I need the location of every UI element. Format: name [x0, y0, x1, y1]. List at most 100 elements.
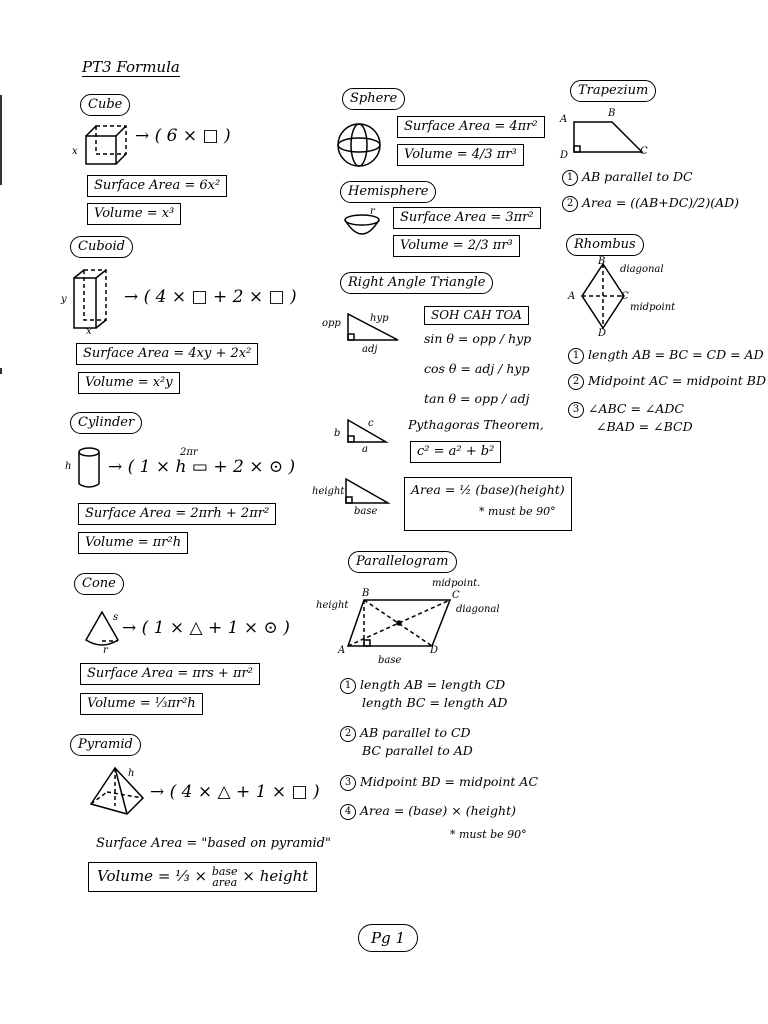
- cone-label: Cone: [74, 573, 124, 595]
- para-diagonal-label: diagonal: [456, 604, 500, 615]
- para-rule-4: 4 Area = (base) × (height): [340, 802, 516, 820]
- trap-rule-2-number: 2: [562, 195, 578, 212]
- trap-rule-1-text: AB parallel to DC: [582, 169, 693, 184]
- rhombus-rule-2: 2 Midpoint AC = midpoint BD: [568, 372, 766, 390]
- para-area-note: * must be 90°: [450, 828, 527, 841]
- cuboid-diagram: [73, 269, 107, 329]
- sphere-label: Sphere: [342, 88, 406, 110]
- para-height-label: height: [316, 600, 349, 611]
- cuboid-volume: Volume = x²y: [78, 372, 180, 394]
- cylinder-h-label: h: [65, 461, 72, 472]
- cos-formula: cos θ = adj / hyp: [424, 361, 530, 376]
- rt-opp-label: opp: [322, 318, 341, 329]
- cylinder-diagram: [78, 447, 100, 488]
- pyramid-volume-area: area: [212, 876, 238, 889]
- para-rule-2-number: 2: [340, 725, 356, 742]
- cube-volume: Volume = x³: [87, 203, 182, 225]
- para-rule-1a: length AB = length CD: [360, 677, 506, 692]
- cube-surface-area: Surface Area = 6x²: [87, 175, 228, 197]
- left-edge-mark: [0, 368, 2, 374]
- pythagoras-formula: c² = a² + b²: [410, 441, 502, 463]
- pythagoras-triangle: [347, 418, 389, 443]
- pythagoras-title: Pythagoras Theorem,: [408, 417, 544, 432]
- para-rule-4-number: 4: [340, 803, 356, 820]
- rhombus-midpoint-label: midpoint: [630, 302, 676, 313]
- trap-rule-2-text: Area = ((AB+DC)/2)(AD): [582, 195, 740, 210]
- trapezium-diagram: [573, 121, 644, 153]
- rhombus-rule-3-number: 3: [568, 401, 584, 418]
- pyth-b-label: b: [334, 428, 341, 439]
- tan-formula: tan θ = opp / adj: [424, 391, 530, 406]
- hemisphere-diagram: [344, 214, 380, 235]
- pyramid-diagram: [89, 766, 145, 815]
- sphere-volume: Volume = 4/3 πr³: [397, 144, 524, 166]
- cylinder-top-label: 2πr: [180, 447, 198, 458]
- trap-rule-2: 2 Area = ((AB+DC)/2)(AD): [562, 194, 739, 212]
- para-rule-1b: length BC = length AD: [362, 694, 508, 710]
- pyramid-label: Pyramid: [70, 734, 141, 756]
- cuboid-dim-y: y: [61, 294, 67, 305]
- pyramid-surface-area: Surface Area = "based on pyramid": [96, 836, 331, 851]
- rhombus-rule-1-number: 1: [568, 347, 584, 364]
- para-rule-1: 1 length AB = length CD length BC = lengt…: [340, 676, 507, 711]
- parallelogram-diagram: [346, 599, 452, 647]
- pyramid-net-formula: → ( 4 × △ + 1 × □ ): [150, 782, 320, 802]
- cube-label: Cube: [80, 94, 131, 116]
- sphere-diagram: [337, 123, 381, 167]
- cuboid-net-formula: → ( 4 × □ + 2 × □ ): [124, 287, 297, 307]
- pyramid-volume-base: base: [211, 865, 238, 878]
- right-triangle-diagram: [347, 312, 399, 341]
- rt-adj-label: adj: [362, 344, 378, 355]
- rhombus-rule-3a: ∠ABC = ∠ADC: [588, 401, 684, 416]
- para-vertex-a: A: [338, 645, 346, 656]
- para-rule-3-number: 3: [340, 774, 356, 791]
- rhombus-vertex-b: B: [598, 256, 606, 267]
- cube-net-formula: → ( 6 × □ ): [135, 126, 231, 146]
- rhombus-rule-2-text: Midpoint AC = midpoint BD: [588, 373, 767, 388]
- para-midpoint-label: midpoint.: [432, 578, 481, 589]
- right-triangle-label: Right Angle Triangle: [340, 272, 494, 294]
- para-rule-1-number: 1: [340, 677, 356, 694]
- rhombus-vertex-c: C: [621, 291, 629, 302]
- rhombus-diagram: [581, 262, 625, 330]
- para-rule-4-text: Area = (base) × (height): [360, 803, 516, 818]
- trap-vertex-d: D: [560, 150, 569, 161]
- rhombus-rule-3b: ∠BAD = ∠BCD: [596, 418, 693, 434]
- triangle-area-note: * must be 90°: [479, 505, 556, 518]
- rhombus-vertex-a: A: [568, 291, 576, 302]
- trap-rule-1: 1 AB parallel to DC: [562, 168, 693, 186]
- page-title: PT3 Formula: [82, 58, 180, 77]
- pyth-a-label: a: [362, 444, 368, 455]
- para-vertex-d: D: [430, 645, 439, 656]
- pyramid-volume-left: Volume = ⅓ ×: [97, 867, 208, 885]
- trap-rule-1-number: 1: [562, 169, 578, 186]
- hemisphere-surface-area: Surface Area = 3πr²: [393, 207, 541, 229]
- hemisphere-label: Hemisphere: [340, 181, 437, 203]
- triangle-base-label: base: [354, 506, 378, 517]
- pyramid-volume-box: Volume = ⅓ × base area × height: [88, 862, 318, 892]
- page-number: Pg 1: [358, 924, 419, 952]
- sin-formula: sin θ = opp / hyp: [424, 331, 532, 346]
- rhombus-diagonal-label: diagonal: [620, 264, 664, 275]
- cuboid-label: Cuboid: [70, 236, 133, 258]
- para-vertex-c: C: [452, 590, 460, 601]
- cuboid-surface-area: Surface Area = 4xy + 2x²: [76, 343, 259, 365]
- cylinder-surface-area: Surface Area = 2πrh + 2πr²: [78, 503, 277, 525]
- cone-surface-area: Surface Area = πrs + πr²: [80, 663, 260, 685]
- cylinder-volume: Volume = πr²h: [78, 532, 189, 554]
- rhombus-rule-3: 3 ∠ABC = ∠ADC ∠BAD = ∠BCD: [568, 400, 693, 435]
- soh-cah-toa: SOH CAH TOA: [424, 306, 529, 325]
- hemisphere-volume: Volume = 2/3 πr³: [393, 235, 520, 257]
- sphere-surface-area: Surface Area = 4πr²: [397, 116, 545, 138]
- pyramid-volume-right: × height: [242, 867, 309, 885]
- trap-vertex-b: B: [608, 108, 616, 119]
- cone-diagram: [84, 610, 120, 646]
- parallelogram-label: Parallelogram: [348, 551, 457, 573]
- cylinder-label: Cylinder: [70, 412, 143, 434]
- rhombus-rule-2-number: 2: [568, 373, 584, 390]
- cone-r-label: r: [103, 645, 108, 656]
- cylinder-net-formula: → ( 1 × h ▭ + 2 × ⊙ ): [108, 457, 296, 477]
- pyth-c-label: c: [368, 418, 374, 429]
- triangle-area-diagram: [345, 477, 391, 504]
- trap-vertex-c: C: [640, 146, 648, 157]
